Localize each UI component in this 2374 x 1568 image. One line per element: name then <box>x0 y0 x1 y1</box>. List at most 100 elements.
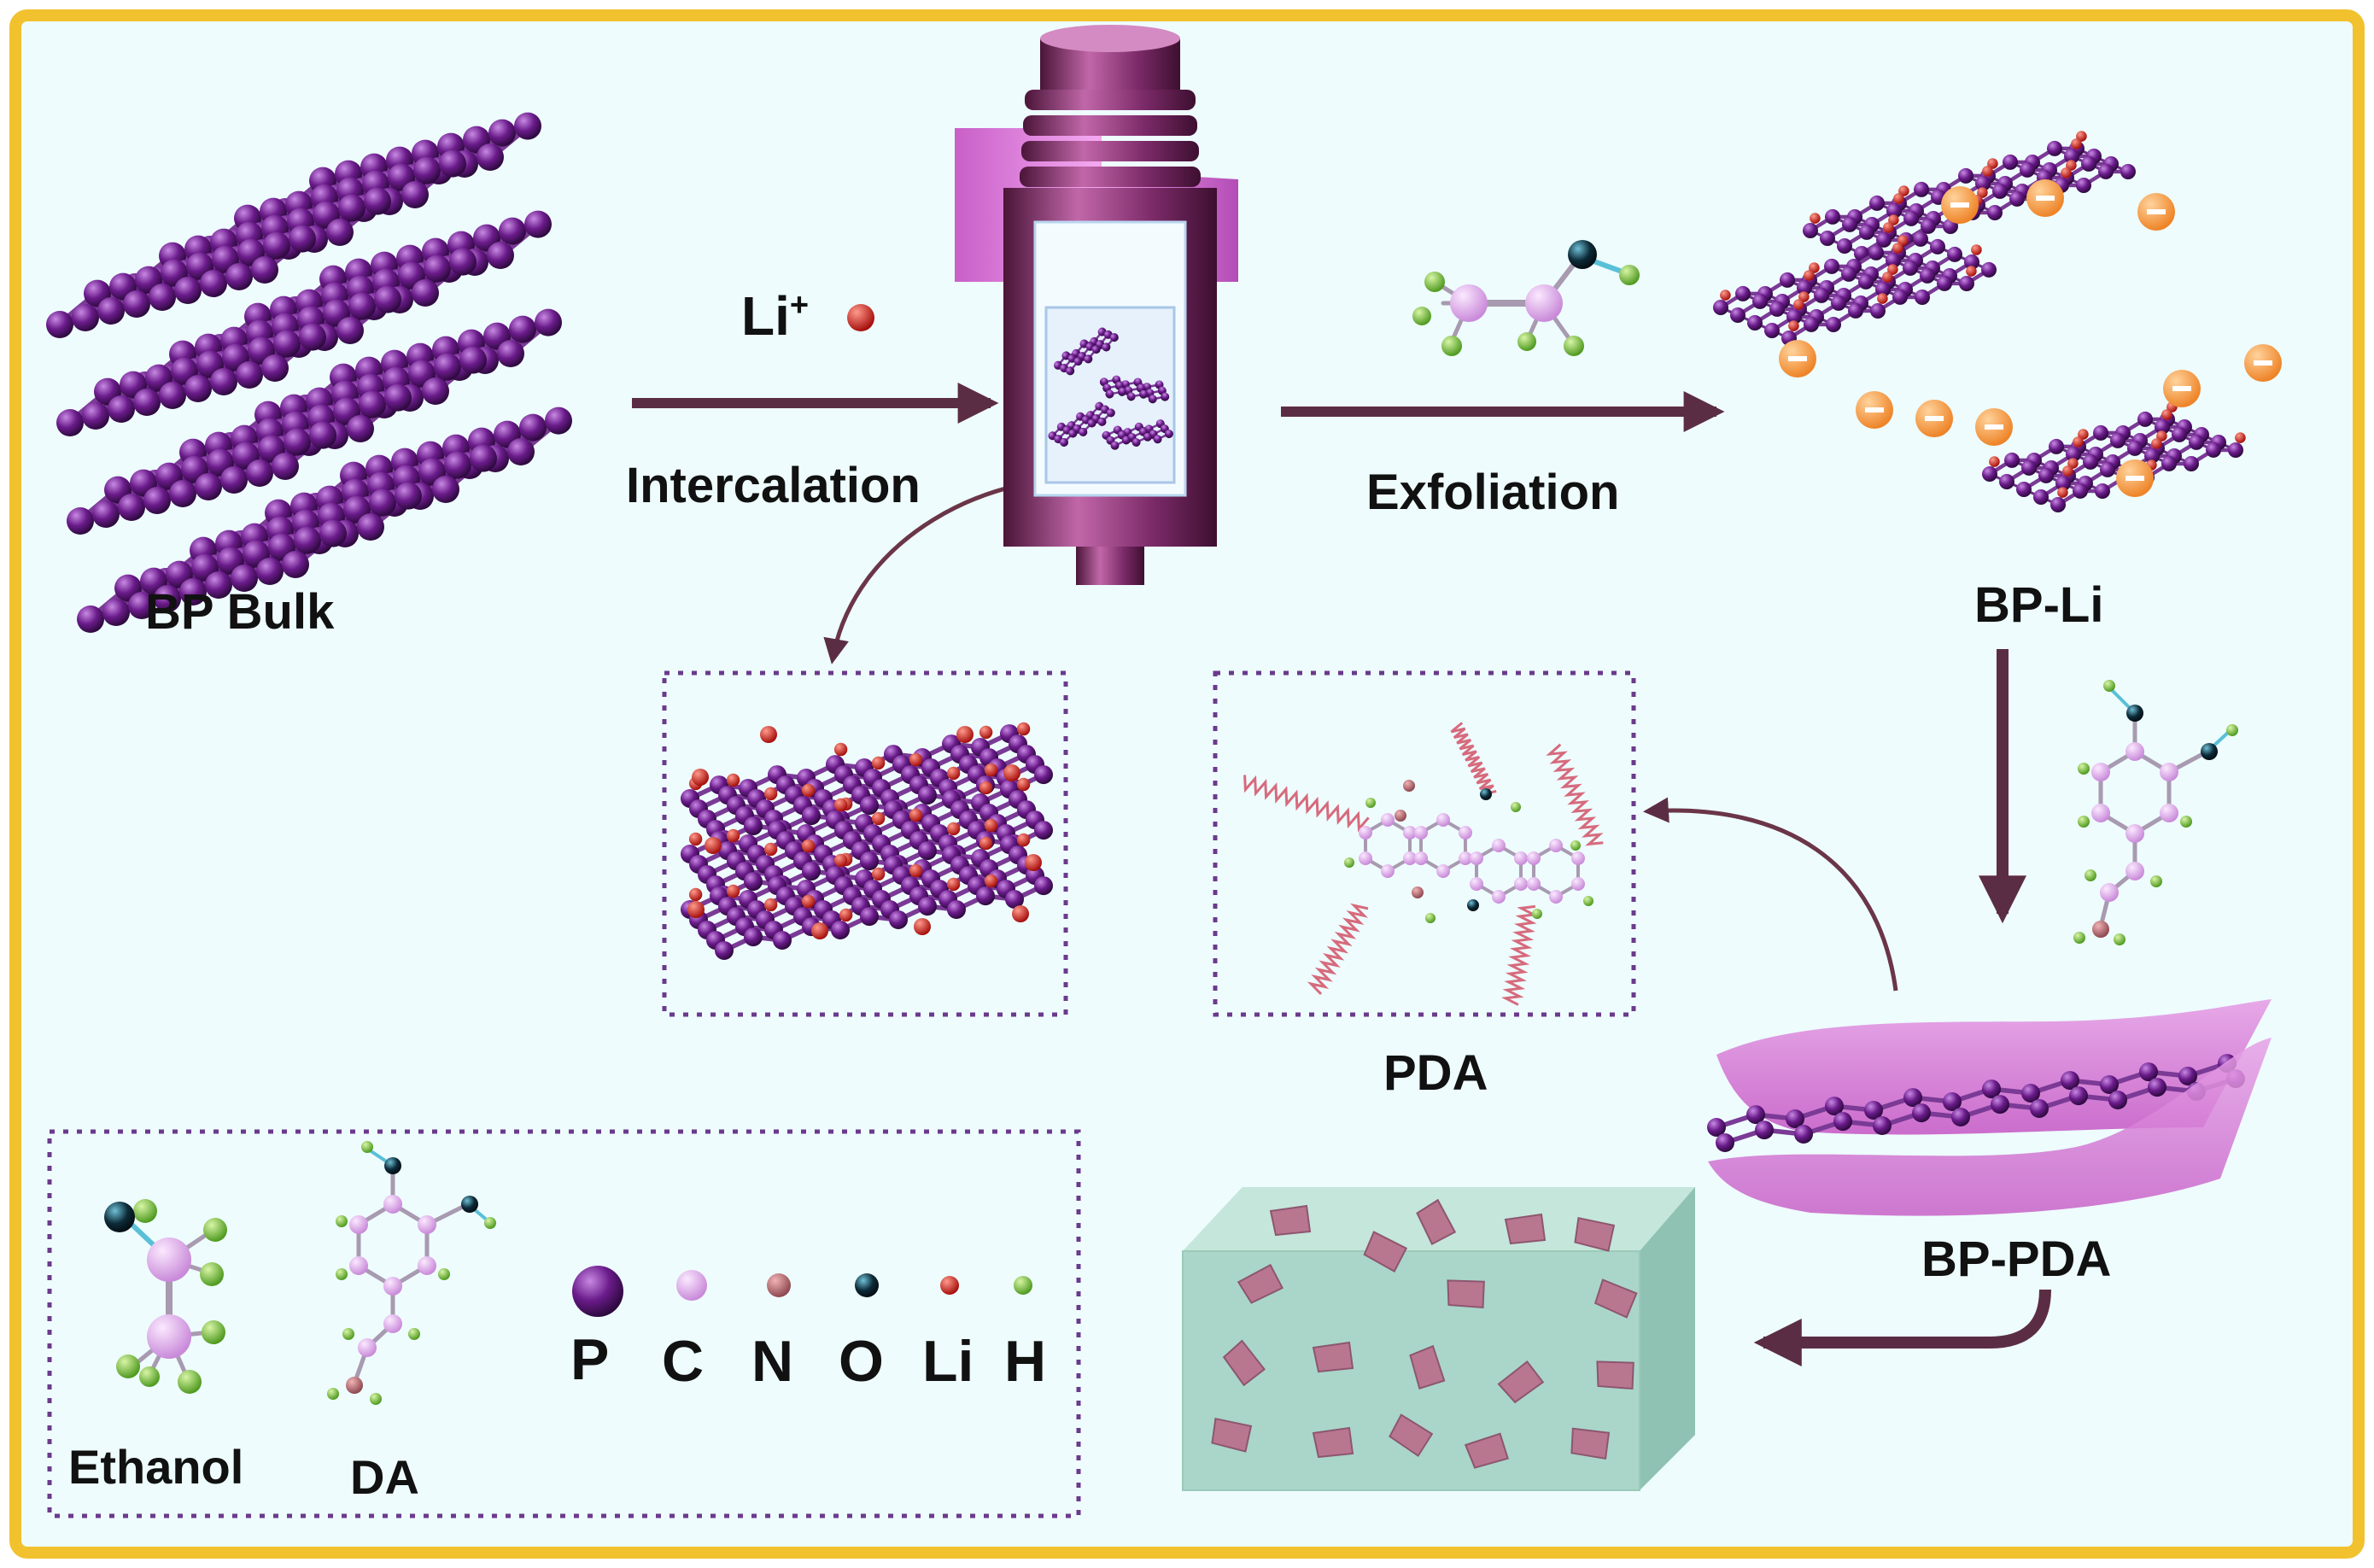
atom-p <box>123 290 150 318</box>
atom-p <box>1034 821 1053 840</box>
atom-p <box>46 311 73 338</box>
atom-h <box>370 1393 382 1405</box>
atom-p <box>369 489 396 517</box>
atom-p <box>220 466 248 494</box>
atom-p <box>2021 459 2037 476</box>
atom-p <box>2172 426 2187 442</box>
atom-p <box>715 941 734 960</box>
atom-p <box>2069 1086 2088 1106</box>
atom-li <box>871 756 886 770</box>
atom-p <box>1913 231 1928 247</box>
atom-p <box>2206 442 2221 458</box>
composite-block <box>1182 1187 1695 1491</box>
atom-h <box>361 1141 373 1153</box>
legend-ethanol-label: Ethanol <box>68 1440 244 1494</box>
atom-c <box>1414 851 1429 865</box>
atom-li <box>1989 456 2000 467</box>
atom-p <box>159 382 186 409</box>
atom-p <box>1780 272 1795 288</box>
atom-p <box>1713 300 1728 315</box>
atom-c <box>1527 851 1541 865</box>
bp-flake <box>1237 1263 1284 1304</box>
atom-c <box>147 1314 191 1359</box>
atom-p <box>282 551 309 578</box>
atom-p <box>2095 483 2110 499</box>
atom-p <box>401 181 429 208</box>
atom-p <box>1937 275 1952 291</box>
atom-p <box>524 210 552 238</box>
atom-p <box>309 421 336 449</box>
atom-p <box>1869 195 1885 211</box>
atom-p <box>1981 261 1997 278</box>
atom-p <box>231 565 258 592</box>
atom-p <box>744 927 763 947</box>
atom-li <box>871 867 886 881</box>
atom-li <box>833 742 848 757</box>
legend-sphere-p <box>572 1266 623 1317</box>
atom-li <box>726 828 740 843</box>
atom-o <box>2126 705 2143 722</box>
atom-p <box>1943 1092 1962 1111</box>
atom-c <box>349 1256 368 1275</box>
atom-c <box>2125 742 2144 761</box>
atom-c <box>1450 284 1488 322</box>
atom-p <box>1060 437 1069 447</box>
atom-c <box>2125 862 2144 881</box>
atom-p <box>1858 273 1874 290</box>
atom-p <box>918 897 937 916</box>
atom-p <box>1912 1103 1931 1123</box>
ethanol-molecule <box>1412 240 1640 356</box>
atom-p <box>326 219 354 246</box>
atom-n <box>346 1377 363 1394</box>
atom-p <box>2004 452 2020 468</box>
atom-h <box>2180 816 2192 828</box>
atom-h <box>200 1262 224 1286</box>
atom-p <box>487 242 514 269</box>
atom-p <box>348 292 376 320</box>
atom-p <box>1959 276 1974 291</box>
atom-p <box>1826 317 1841 332</box>
atom-c <box>1359 851 1373 865</box>
atom-li <box>760 726 777 743</box>
atom-li <box>2066 160 2077 171</box>
atom-p <box>299 323 326 351</box>
atom-p <box>108 395 135 423</box>
bp-li-sheet <box>1982 344 2282 512</box>
matrix-side <box>1640 1187 1695 1490</box>
atom-p <box>251 256 278 284</box>
atom-p <box>1117 387 1126 396</box>
atom-p <box>2050 497 2066 512</box>
atom-c <box>1381 813 1395 827</box>
atom-p <box>947 900 966 919</box>
atom-h <box>2073 932 2085 944</box>
atom-p <box>744 816 763 836</box>
reactor-base <box>1076 547 1144 585</box>
atom-p <box>384 383 412 412</box>
atom-p <box>444 451 471 479</box>
atom-p <box>514 112 541 140</box>
atom-p <box>1084 354 1093 364</box>
atom-c <box>1436 813 1450 827</box>
atom-p <box>184 375 212 402</box>
atom-p <box>1875 281 1891 297</box>
atom-p <box>1921 218 1936 234</box>
atom-p <box>1746 1105 1765 1125</box>
atom-h <box>2078 763 2090 775</box>
atom-h <box>408 1328 420 1340</box>
atom-p <box>1848 302 1863 319</box>
pda-bottom-sheet <box>1708 1038 2272 1216</box>
atom-p <box>1079 427 1088 436</box>
atom-p <box>118 494 145 521</box>
atom-p <box>1975 175 1991 191</box>
atom-c <box>2091 763 2110 781</box>
atom-li <box>1012 905 1029 922</box>
atom-p <box>449 248 477 276</box>
atom-p <box>1892 289 1908 305</box>
atom-p <box>1951 1108 1970 1126</box>
atom-c <box>383 1195 402 1214</box>
atom-p <box>1034 876 1053 896</box>
atom-h <box>203 1218 227 1242</box>
atom-li <box>1720 290 1731 301</box>
atom-li <box>1882 272 1893 283</box>
atom-c <box>418 1256 436 1275</box>
